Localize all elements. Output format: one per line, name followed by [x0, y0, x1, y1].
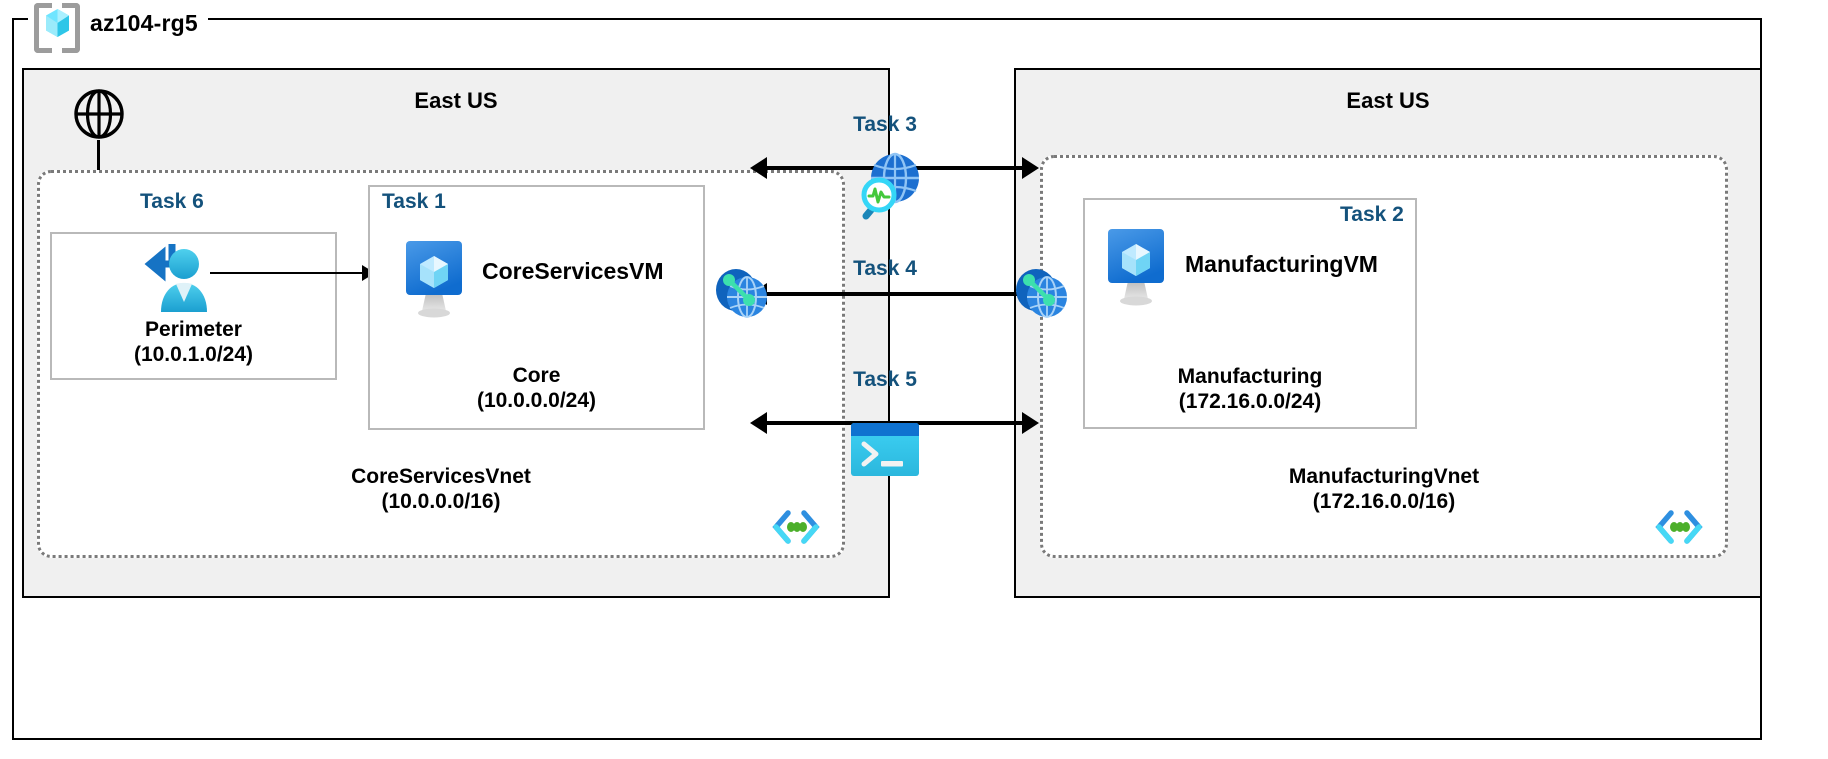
task5-arrowhead-left	[750, 412, 767, 434]
task3-arrowhead-left	[750, 157, 767, 179]
resource-group-name: az104-rg5	[90, 9, 198, 36]
task5-arrowhead-right	[1022, 412, 1039, 434]
cloud-shell-terminal-icon	[851, 423, 919, 476]
subnet-perimeter-caption: Perimeter (10.0.1.0/24)	[133, 317, 254, 367]
task3-arrowhead-right	[1022, 157, 1039, 179]
task-label-4: Task 4	[853, 257, 917, 280]
task-label-6: Task 6	[140, 190, 204, 213]
subnet-core-caption: Core (10.0.0.0/24)	[476, 363, 597, 413]
vnet-core-services-caption: CoreServicesVnet (10.0.0.0/16)	[351, 464, 531, 514]
region-title-left: East US	[414, 88, 498, 113]
vnet-peering-icon	[1016, 269, 1067, 318]
region-title-right: East US	[1346, 88, 1430, 113]
network-watcher-icon	[861, 152, 919, 220]
task-label-2: Task 2	[1340, 203, 1404, 226]
virtual-machine-icon	[1108, 229, 1164, 306]
vnet-peering-icon	[716, 269, 767, 318]
task-label-5: Task 5	[853, 368, 917, 391]
virtual-machine-icon	[406, 241, 462, 318]
vm-name-core-services: CoreServicesVM	[482, 258, 664, 284]
perimeter-to-core-line	[210, 272, 365, 274]
user-login-icon	[144, 244, 207, 312]
subnet-manufacturing-caption: Manufacturing (172.16.0.0/24)	[1177, 364, 1323, 414]
task4-connector-line	[766, 292, 1024, 296]
task-label-1: Task 1	[382, 190, 446, 213]
vm-name-manufacturing: ManufacturingVM	[1185, 251, 1378, 277]
cube-glyph	[46, 9, 69, 37]
resource-group-title: az104-rg5	[28, 0, 208, 53]
code-brackets-landscape-icon	[1655, 510, 1703, 544]
resource-group-icon	[32, 0, 82, 53]
globe-icon	[74, 89, 124, 139]
task-label-3: Task 3	[853, 113, 917, 136]
vnet-manufacturing-caption: ManufacturingVnet (172.16.0.0/16)	[1288, 464, 1480, 514]
code-brackets-landscape-icon	[772, 510, 820, 544]
